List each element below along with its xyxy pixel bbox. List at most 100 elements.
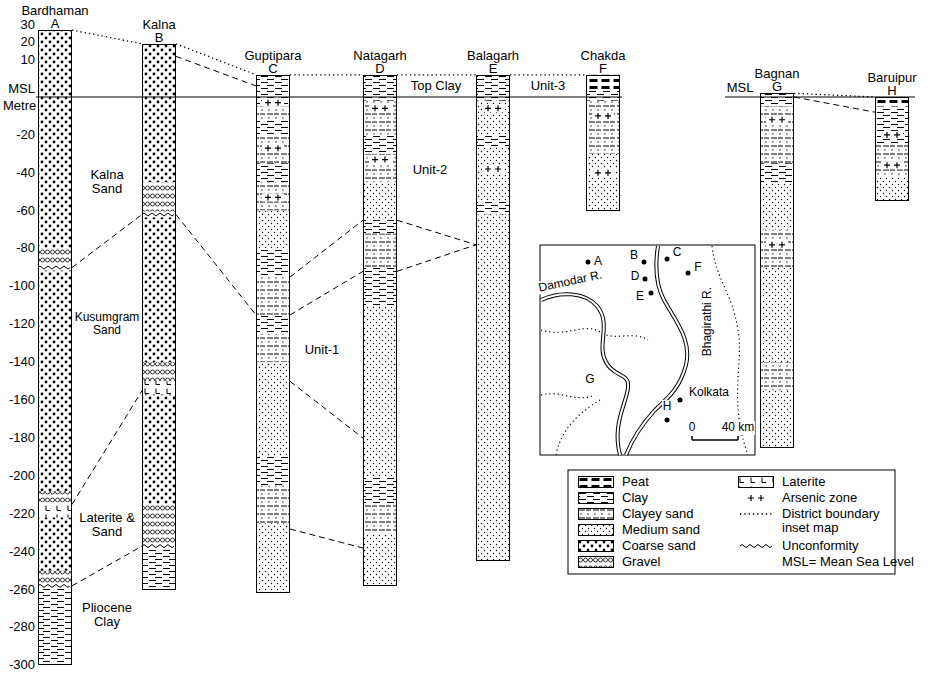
legend-text: Coarse sand xyxy=(622,539,696,553)
borehole-letter: E xyxy=(467,62,519,75)
lithology-layer xyxy=(256,277,290,315)
lithology-layer xyxy=(38,268,72,492)
legend-fill xyxy=(579,493,614,504)
borehole-column: GuptiparaC xyxy=(256,75,290,594)
unconformity-line xyxy=(142,545,174,548)
lithology-layer xyxy=(256,249,290,277)
lithology-layer xyxy=(142,182,176,214)
axis-value: 20 xyxy=(21,35,35,49)
axis-value: 10 xyxy=(21,53,35,67)
correlation-line xyxy=(176,44,256,75)
lithology-layer xyxy=(363,154,397,182)
formation-label: Kalna Sand xyxy=(82,168,132,197)
map-site-label: D xyxy=(630,270,641,283)
legend-text: Peat xyxy=(622,475,649,489)
correlation-line xyxy=(290,220,363,277)
lithology-layer xyxy=(256,211,290,249)
arsenic-mark xyxy=(769,117,785,123)
unconformity-line xyxy=(38,266,70,269)
axis-unit: Metre xyxy=(3,99,36,113)
correlation-line xyxy=(794,97,875,112)
correlation-line xyxy=(290,381,363,438)
river-label: Bhagirathi R. xyxy=(701,286,714,357)
correlation-line xyxy=(510,74,586,75)
legend-swatch xyxy=(738,492,774,504)
borehole-column: BaruipurH xyxy=(875,97,909,201)
arsenic-mark xyxy=(265,100,281,106)
arsenic-patch xyxy=(262,144,284,152)
lithology-layer xyxy=(256,120,290,135)
legend-note: MSL= Mean Sea Level xyxy=(782,555,914,569)
borehole-name: Baruipur xyxy=(867,71,916,84)
lithology-layer xyxy=(875,144,909,176)
axis-value: -260 xyxy=(9,583,35,597)
axis-value: -280 xyxy=(9,620,35,634)
legend-fill xyxy=(739,477,774,488)
legend-fill xyxy=(579,557,614,568)
axis-value: -300 xyxy=(9,658,35,672)
lithology-layer xyxy=(142,395,176,505)
lithology-layer xyxy=(476,101,510,135)
borehole-column: NatagarhD xyxy=(363,75,397,586)
arsenic-patch xyxy=(766,116,788,124)
lithology-layer xyxy=(760,106,794,163)
arsenic-mark xyxy=(884,162,900,168)
unconformity-patch xyxy=(740,543,772,549)
correlation-line xyxy=(290,529,363,548)
arsenic-mark xyxy=(748,495,764,501)
axis-value: -140 xyxy=(9,355,35,369)
axis-value: -240 xyxy=(9,545,35,559)
arsenic-mark xyxy=(595,170,611,176)
column-header: GuptiparaC xyxy=(244,49,301,75)
column-header: BagnanG xyxy=(755,67,800,93)
borehole-column: ChakdaF xyxy=(586,75,620,211)
legend-text: Arsenic zone xyxy=(782,491,857,505)
borehole-name: Bagnan xyxy=(755,67,800,80)
lithology-layer xyxy=(586,101,620,154)
column-header: KalnaB xyxy=(142,18,175,44)
correlation-line xyxy=(794,93,875,97)
map-site-label: C xyxy=(672,246,683,259)
correlation-line xyxy=(72,214,142,267)
lithology-layer xyxy=(38,491,72,502)
arsenic-mark xyxy=(265,194,281,200)
legend-swatch xyxy=(738,508,774,520)
formation-label: Pliocene Clay xyxy=(77,601,137,630)
correlation-line xyxy=(290,271,363,315)
axis-value: -40 xyxy=(16,166,35,180)
map-site-label: A xyxy=(593,255,603,268)
correlation-line xyxy=(72,546,142,586)
axis-value: -120 xyxy=(9,317,35,331)
map-site-label: G xyxy=(584,373,595,386)
legend-fill xyxy=(579,509,614,520)
lithology-layer xyxy=(875,97,909,106)
legend-text: Clayey sand xyxy=(622,507,694,521)
column-header: BaruipurH xyxy=(867,71,916,97)
axis-value: -20 xyxy=(16,128,35,142)
borehole-column: BagnanG xyxy=(760,93,794,447)
borehole-name: Guptipara xyxy=(244,49,301,62)
axis-value: -220 xyxy=(9,507,35,521)
unconformity-line xyxy=(38,584,70,587)
legend-text: Gravel xyxy=(622,555,660,569)
lithology-layer xyxy=(256,334,290,362)
map-site-label: B xyxy=(629,249,639,262)
lithology-layer xyxy=(760,182,794,229)
arsenic-mark xyxy=(372,105,388,111)
unconformity-line xyxy=(142,213,174,216)
axis-value: -180 xyxy=(9,431,35,445)
axis-value: -100 xyxy=(9,279,35,293)
arsenic-mark xyxy=(595,113,611,119)
axis-value: 30 xyxy=(21,18,35,32)
arsenic-patch xyxy=(482,165,504,173)
lithology-layer xyxy=(363,504,397,532)
axis-value: -160 xyxy=(9,393,35,407)
legend-swatch xyxy=(578,524,614,536)
axis-value: -200 xyxy=(9,469,35,483)
lithology-layer xyxy=(476,201,510,214)
arsenic-patch xyxy=(766,241,788,249)
borehole-letter: H xyxy=(867,84,916,97)
borehole-name: Natagarh xyxy=(353,49,406,62)
lithology-layer xyxy=(586,90,620,101)
lithology-layer xyxy=(256,75,290,107)
